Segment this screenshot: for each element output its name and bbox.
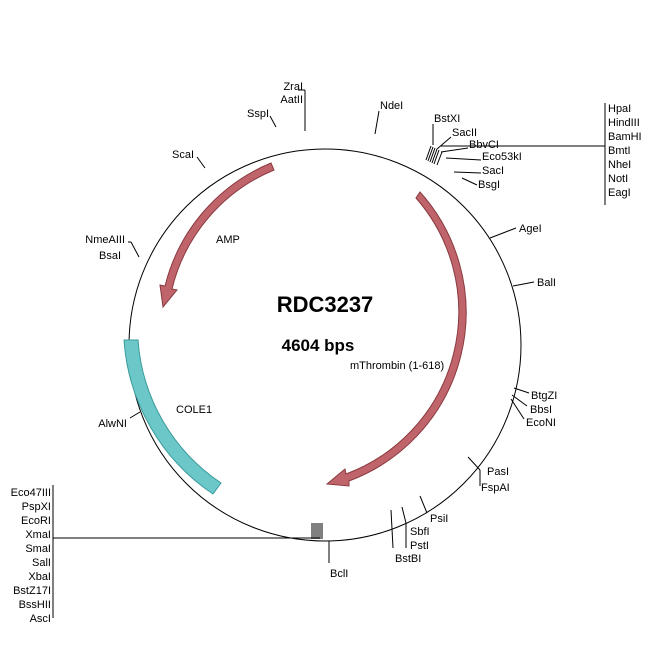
site-label-pspxi: PspXI [22,501,51,513]
site-group-left: Eco47III PspXI EcoRI XmaI SmaI SalI XbaI… [11,485,323,625]
site-label-noti: NotI [608,173,628,185]
plasmid-size: 4604 bps [282,336,355,355]
site-label-bmti: BmtI [608,145,631,157]
site-label-bstxi: BstXI [434,113,460,125]
site-label-nmeaiii: NmeAIII [85,234,125,246]
site-label-xmai: XmaI [25,529,51,541]
site-alwni: AlwNI [98,411,141,430]
site-label-eagi: EagI [608,187,631,199]
site-label-bbsi: BbsI [530,404,552,416]
site-label-fspai: FspAI [481,482,510,494]
site-label-agei: AgeI [519,223,542,235]
site-label-asci: AscI [30,613,51,625]
site-label-scai: ScaI [172,149,194,161]
site-cluster-top-right: BstXI SacII BbvCI Eco53kI SacI BsgI [425,113,522,191]
feature-label-amp: AMP [216,234,240,246]
site-cluster-right: BtgZI BbsI EcoNI [510,387,557,429]
site-label-smai: SmaI [25,543,51,555]
site-label-nhei: NheI [608,159,631,171]
site-label-hindiii: HindIII [608,117,640,129]
site-label-bstbi: BstBI [395,553,421,565]
site-label-eco53ki: Eco53kI [482,151,522,163]
site-label-hpai: HpaI [608,103,631,115]
site-label-btgzi: BtgZI [531,390,557,402]
site-label-sali: SalI [32,557,51,569]
site-cluster-bottom: SbfI PstI BstBI [390,506,430,565]
feature-mthrombin-arrow [325,191,467,487]
site-scai: ScaI [172,149,206,169]
feature-cole1-box [123,339,222,495]
site-label-sbfi: SbfI [410,526,430,538]
site-nmeaiii-bsai: NmeAIII BsaI [85,234,140,262]
site-label-saci: SacI [482,165,504,177]
site-label-sacii: SacII [452,127,477,139]
site-zrai-aatii: ZraI AatII [280,81,306,131]
site-label-eco47iii: Eco47III [11,487,51,499]
site-label-aatii: AatII [280,94,303,106]
site-label-bsshii: BssHII [19,599,51,611]
feature-label-mthrombin: mThrombin (1-618) [350,360,444,372]
feature-label-cole1: COLE1 [176,404,212,416]
site-group-right: HpaI HindIII BamHI BmtI NheI NotI EagI [441,103,642,205]
site-label-bsgi: BsgI [478,179,500,191]
site-label-psti: PstI [410,540,429,552]
site-bali: BalI [512,277,556,289]
site-agei: AgeI [489,223,542,239]
site-label-psii: PsiI [430,513,448,525]
site-sspi: SspI [247,108,277,128]
feature-amp-arrow [159,162,275,309]
site-label-bamhi: BamHI [608,131,642,143]
site-pasi-fspai: PasI FspAI [467,456,510,494]
site-label-alwni: AlwNI [98,418,127,430]
site-label-ecori: EcoRI [21,515,51,527]
site-label-bstz17i: BstZ17I [13,585,51,597]
site-label-ndei: NdeI [380,100,403,112]
site-psii: PsiI [419,495,448,525]
site-label-bbvci: BbvCI [469,139,499,151]
site-ndei: NdeI [374,100,403,135]
site-label-bsai: BsaI [99,250,121,262]
site-label-sspi: SspI [247,108,269,120]
site-label-bali: BalI [537,277,556,289]
site-bcli: BclI [328,541,348,580]
site-label-econi: EcoNI [526,417,556,429]
site-label-pasi: PasI [487,466,509,478]
plasmid-name: RDC3237 [277,292,374,317]
site-label-xbai: XbaI [28,571,51,583]
site-label-bcli: BclI [330,568,348,580]
site-label-zrai: ZraI [283,81,303,93]
